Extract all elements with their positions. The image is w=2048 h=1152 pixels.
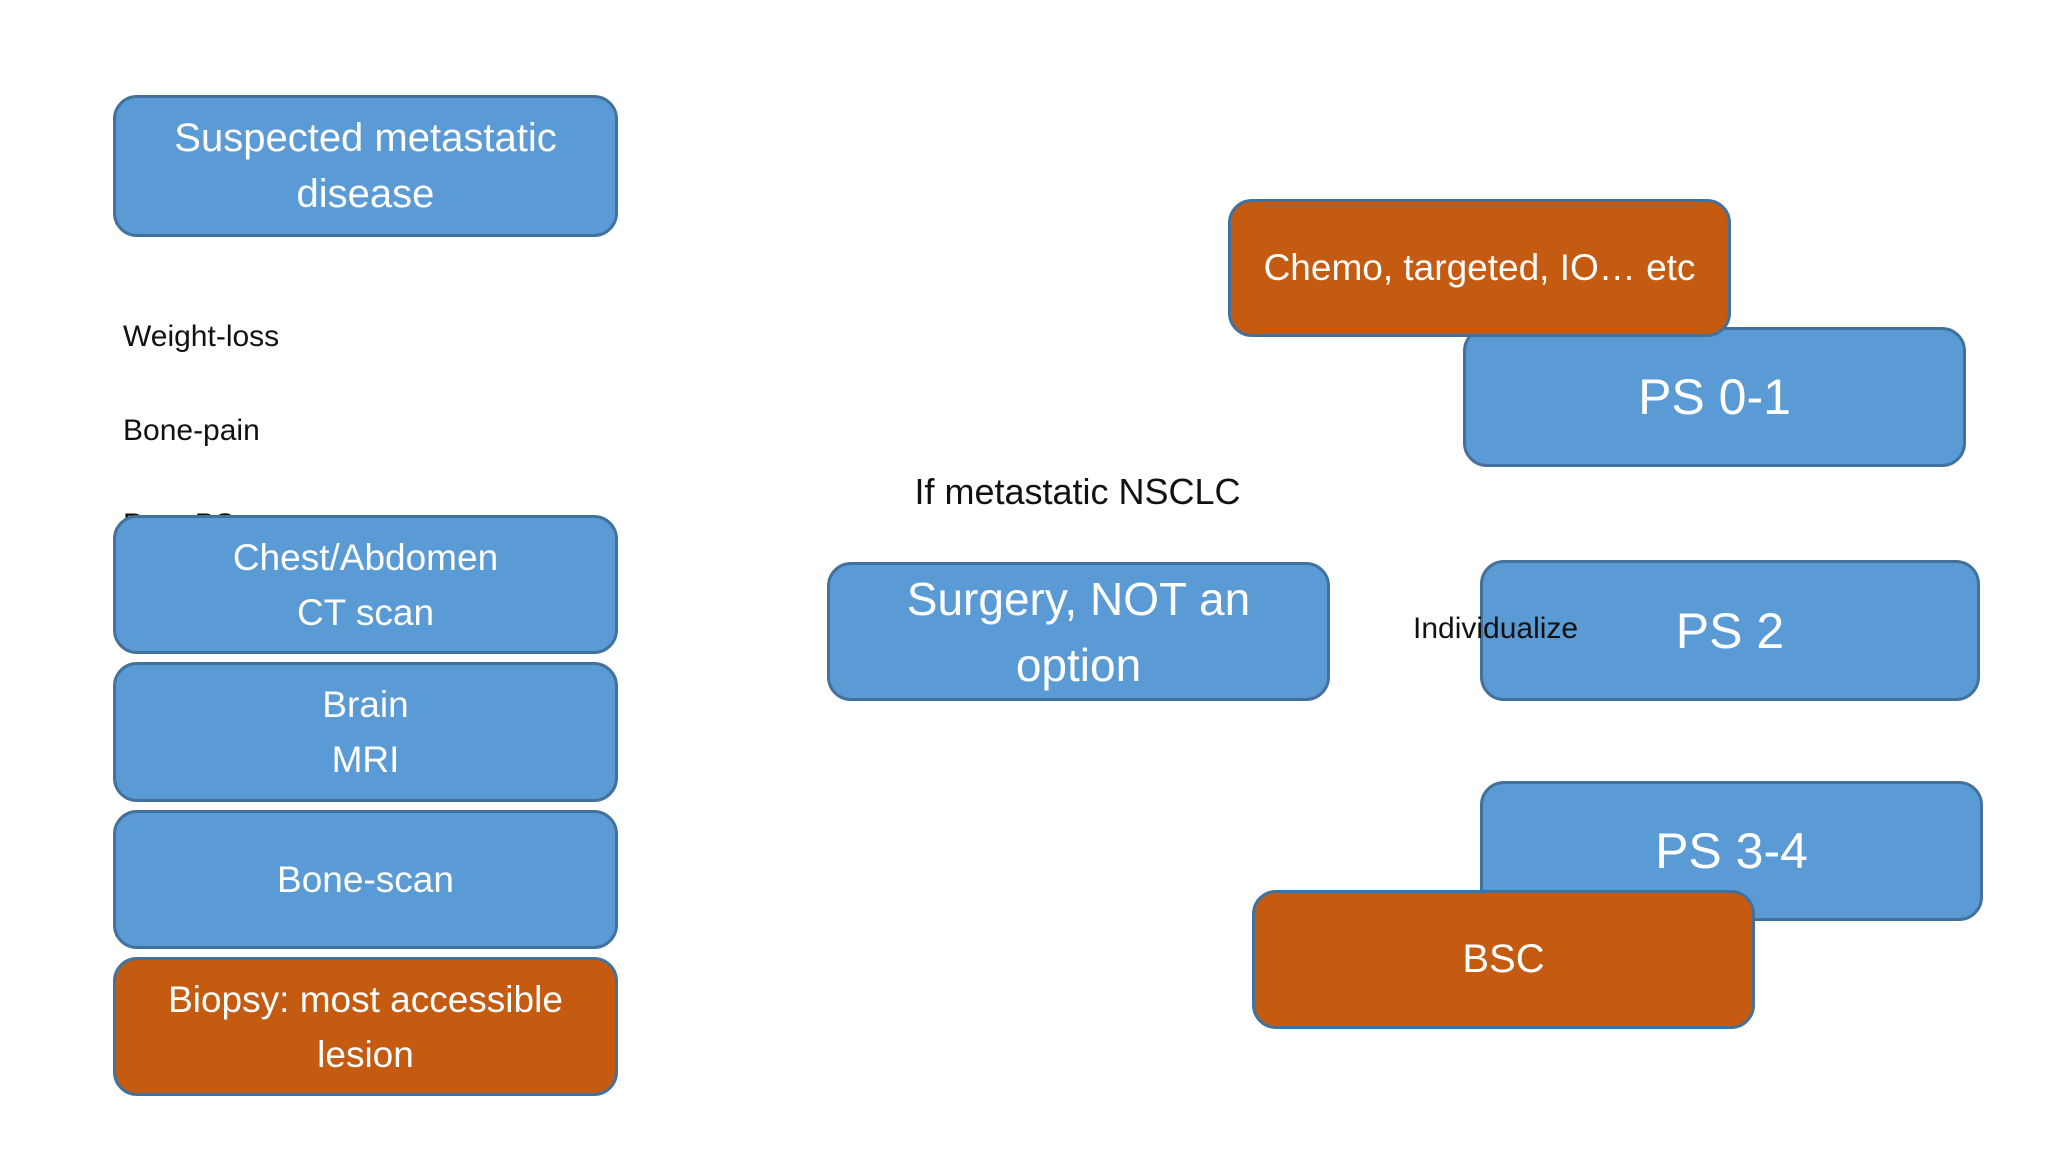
node-chest-abdomen-ct-scan: Chest/Abdomen CT scan <box>113 515 618 654</box>
label-if-metastatic-nsclc: If metastatic NSCLC <box>914 471 1241 512</box>
node-ps-0-1: PS 0-1 <box>1463 327 1966 467</box>
label-individualize: Individualize <box>1413 612 1579 645</box>
node-bsc: BSC <box>1252 890 1755 1029</box>
node-chemo-targeted-io-etc: Chemo, targeted, IO… etc <box>1228 199 1731 337</box>
node-suspected-metastatic-disease: Suspected metastatic disease <box>113 95 618 237</box>
node-brain-mri: Brain MRI <box>113 662 618 802</box>
node-biopsy-most-accessible-lesion: Biopsy: most accessible lesion <box>113 957 618 1096</box>
symptom-item-weight-loss: Weight-loss <box>123 320 280 353</box>
node-bone-scan: Bone-scan <box>113 810 618 949</box>
symptom-item-bone-pain: Bone-pain <box>123 414 260 447</box>
node-ps-2: PS 2 <box>1480 560 1980 701</box>
node-surgery-not-an-option: Surgery, NOT an option <box>827 562 1330 701</box>
